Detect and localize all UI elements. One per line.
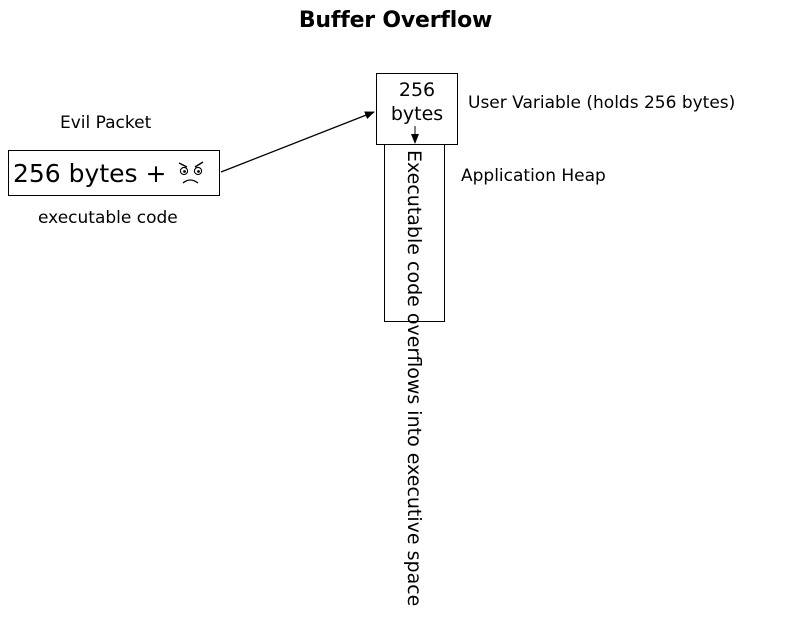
evil-packet-box: 256 bytes + xyxy=(8,150,220,196)
evil-face-icon xyxy=(179,161,204,184)
executable-code-caption: executable code xyxy=(38,208,178,228)
user-variable-label: User Variable (holds 256 bytes) xyxy=(468,93,736,113)
user-variable-box: 256 bytes xyxy=(376,73,458,145)
application-heap-box xyxy=(384,145,445,322)
application-heap-label: Application Heap xyxy=(461,166,606,186)
user-variable-size: 256 xyxy=(398,79,436,101)
evil-packet-label: Evil Packet xyxy=(60,113,152,133)
overflow-text: Executable code overflows into executive… xyxy=(403,150,425,607)
packet-to-variable-arrow xyxy=(220,111,375,173)
evil-packet-box-text: 256 bytes + xyxy=(13,158,167,188)
user-variable-unit: bytes xyxy=(390,103,444,125)
diagram-title: Buffer Overflow xyxy=(298,8,493,33)
